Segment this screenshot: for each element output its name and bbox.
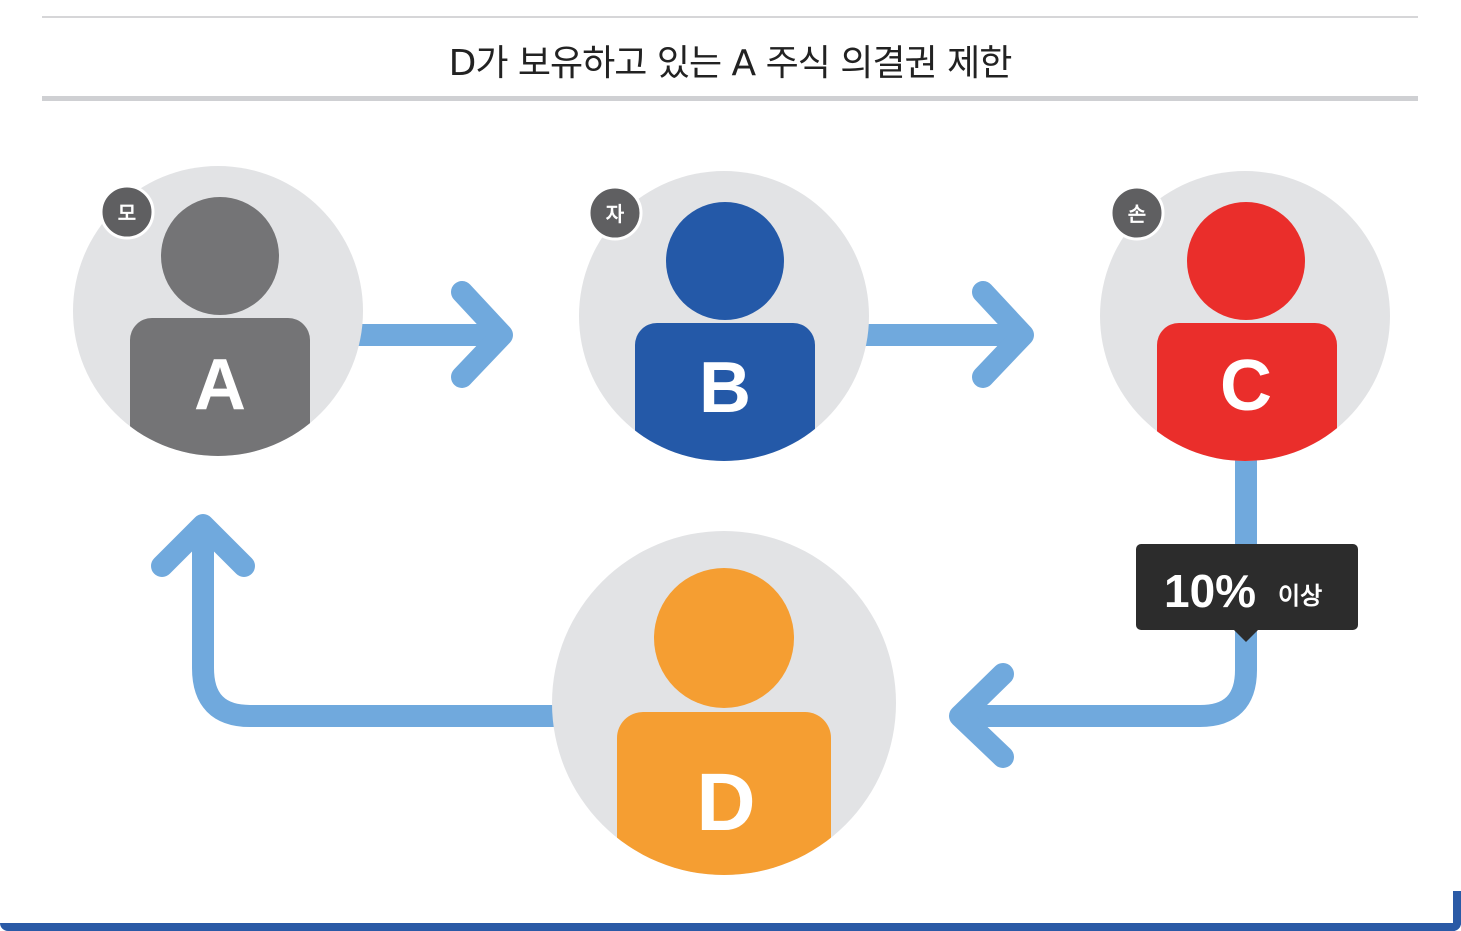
node-c-badge bbox=[1109, 185, 1165, 241]
node-d-body bbox=[617, 712, 831, 875]
node-b-letter: B bbox=[699, 348, 751, 428]
callout-suffix: 이상 bbox=[1278, 582, 1322, 610]
node-d-letter: D bbox=[696, 757, 755, 848]
node-a-head bbox=[161, 197, 279, 315]
node-d-head bbox=[654, 568, 794, 708]
callout-value: 10% bbox=[1164, 565, 1256, 617]
frame-right-corner bbox=[1453, 891, 1461, 931]
node-a-badge-label: 모 bbox=[118, 201, 136, 225]
arrow-a-to-b-head bbox=[451, 281, 513, 388]
diagram-title: D가 보유하고 있는 A 주식 의결권 제한 bbox=[448, 43, 1013, 84]
node-a-body bbox=[130, 318, 310, 456]
node-b: B 자 bbox=[579, 171, 869, 461]
node-c-head bbox=[1187, 202, 1305, 320]
node-d: D bbox=[552, 531, 896, 875]
title-underline bbox=[42, 96, 1418, 101]
arrow-c-to-d bbox=[954, 444, 1257, 727]
node-c: C 손 bbox=[1100, 171, 1390, 461]
arrow-c-to-d-head bbox=[949, 663, 1014, 768]
arrow-b-to-c-head bbox=[972, 281, 1034, 388]
node-c-badge-label: 손 bbox=[1128, 202, 1146, 226]
callout-pointer bbox=[1233, 629, 1259, 642]
node-a-badge bbox=[99, 184, 155, 240]
node-a-letter: A bbox=[194, 345, 246, 425]
node-c-letter: C bbox=[1220, 346, 1272, 426]
arrow-d-to-a bbox=[192, 519, 571, 727]
node-b-body bbox=[635, 323, 815, 461]
node-a: A 모 bbox=[73, 166, 363, 456]
node-b-head bbox=[666, 202, 784, 320]
node-b-badge bbox=[587, 185, 643, 241]
ownership-callout: 10% 이상 bbox=[1136, 544, 1358, 642]
callout-box bbox=[1136, 544, 1358, 630]
top-rule bbox=[42, 16, 1418, 18]
node-b-badge-label: 자 bbox=[606, 202, 625, 226]
arrow-d-to-a-head bbox=[151, 514, 255, 577]
frame-bottom-border bbox=[0, 923, 1461, 931]
node-c-body bbox=[1157, 323, 1337, 461]
